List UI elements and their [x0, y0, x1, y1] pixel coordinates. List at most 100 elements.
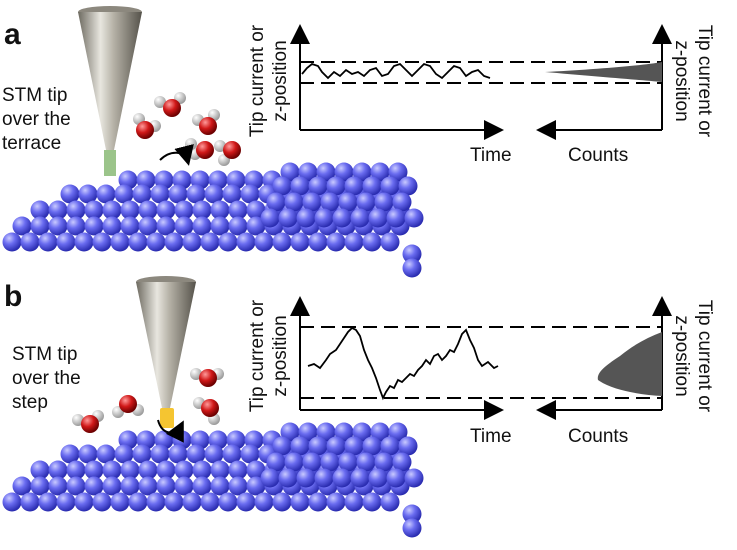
hydrogen-atom	[214, 140, 226, 152]
atom	[344, 176, 364, 196]
atom	[210, 216, 230, 236]
atom	[362, 492, 382, 512]
atom	[374, 192, 394, 212]
atom	[316, 422, 336, 442]
atom	[192, 460, 212, 480]
atom	[380, 176, 400, 196]
panel-a-histogram	[545, 62, 662, 82]
atom	[298, 162, 318, 182]
oxygen-atom	[119, 395, 137, 413]
atom	[66, 476, 86, 496]
atom	[60, 184, 80, 204]
atom	[218, 232, 238, 252]
atom	[392, 192, 412, 212]
atom	[78, 444, 98, 464]
atom	[138, 200, 158, 220]
atom	[272, 176, 292, 196]
atom	[296, 468, 316, 488]
atom	[334, 162, 354, 182]
atom	[222, 184, 242, 204]
atom	[156, 216, 176, 236]
atom	[284, 192, 304, 212]
oxygen-atom	[199, 117, 217, 135]
hydrogen-atom	[154, 96, 166, 108]
atom	[20, 232, 40, 252]
atom	[352, 422, 372, 442]
atom	[298, 422, 318, 442]
atom	[350, 468, 370, 488]
atom	[368, 468, 388, 488]
atom	[164, 492, 184, 512]
atom	[84, 476, 104, 496]
atom	[30, 200, 50, 220]
atom	[48, 216, 68, 236]
atom	[314, 468, 334, 488]
atom	[278, 208, 298, 228]
atom	[204, 184, 224, 204]
panel-a-stm-tip	[78, 6, 142, 176]
atom	[164, 232, 184, 252]
atom	[30, 476, 50, 496]
atom	[236, 492, 256, 512]
atom	[398, 436, 418, 456]
atom	[48, 460, 68, 480]
panel-b-time-label: Time	[470, 426, 512, 447]
panel-a-letter: a	[4, 18, 21, 51]
atom	[246, 200, 266, 220]
atom	[174, 216, 194, 236]
oxygen-atom	[201, 399, 219, 417]
atom	[278, 468, 298, 488]
atom	[290, 232, 310, 252]
atom	[228, 460, 248, 480]
atom	[380, 232, 400, 252]
atom	[78, 184, 98, 204]
atom	[2, 232, 22, 252]
atom	[38, 232, 58, 252]
atom	[254, 232, 274, 252]
atom	[302, 192, 322, 212]
atom	[344, 492, 364, 512]
atom	[2, 492, 22, 512]
atom	[290, 176, 310, 196]
atom	[392, 452, 412, 472]
atom	[120, 200, 140, 220]
panel-a-time-label: Time	[470, 145, 512, 166]
atom	[320, 452, 340, 472]
atom	[222, 444, 242, 464]
atom	[102, 460, 122, 480]
oxygen-atom	[199, 369, 217, 387]
atom	[56, 232, 76, 252]
atom	[280, 162, 300, 182]
atom	[120, 460, 140, 480]
atom	[350, 208, 370, 228]
panel-b-plot	[290, 296, 672, 420]
panel-b-histogram	[597, 332, 662, 396]
atom	[192, 476, 212, 496]
atom	[48, 200, 68, 220]
atom	[228, 476, 248, 496]
atom	[60, 444, 80, 464]
atom	[240, 444, 260, 464]
atom	[316, 162, 336, 182]
atom	[12, 476, 32, 496]
panel-b-stm-tip	[136, 276, 196, 428]
atom	[326, 492, 346, 512]
panel-a-rotation-arrow	[159, 144, 194, 166]
atom	[314, 208, 334, 228]
atom	[290, 436, 310, 456]
atom	[84, 460, 104, 480]
panel-b-trace	[307, 326, 499, 401]
atom	[218, 492, 238, 512]
atom	[308, 232, 328, 252]
atom	[344, 436, 364, 456]
panel-a-tip-label: STM tip over the terrace	[2, 85, 71, 154]
atom	[266, 452, 286, 472]
panel-b-surface	[2, 422, 424, 538]
atom	[326, 436, 346, 456]
atom	[12, 216, 32, 236]
panel-b-tip-label: STM tip over the step	[12, 344, 81, 413]
atom	[272, 492, 292, 512]
atom	[92, 232, 112, 252]
atom	[174, 476, 194, 496]
